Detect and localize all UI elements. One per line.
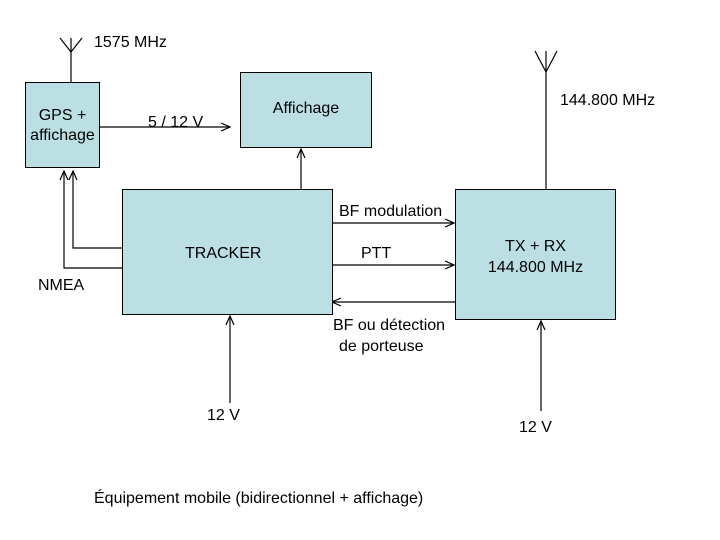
gps-block: GPS + affichage <box>25 82 100 168</box>
gps-block-label-line1: GPS + <box>38 107 87 124</box>
diagram-caption: Équipement mobile (bidirectionnel + affi… <box>94 490 424 507</box>
radio-block: TX + RX 144.800 MHz <box>455 189 616 320</box>
gps-frequency-label: 1575 MHz <box>94 34 167 51</box>
bf-detection-label-line1: BF ou détection <box>333 317 446 334</box>
radio-block-label-line1: TX + RX <box>505 238 566 255</box>
display-block: Affichage <box>240 72 372 148</box>
bf-detection-label-line2: de porteuse <box>339 338 424 355</box>
radio-block-label-line2: 144.800 MHz <box>487 259 584 276</box>
ptt-label: PTT <box>361 245 392 262</box>
nmea-label: NMEA <box>38 277 85 294</box>
display-block-label: Affichage <box>272 100 340 117</box>
antenna-icon-gps <box>59 37 83 82</box>
voltage-gps-label: 5 / 12 V <box>148 114 204 131</box>
nmea-arrow <box>64 171 122 269</box>
gps-block-label-line2: affichage <box>30 127 95 144</box>
power-radio-label: 12 V <box>519 419 552 436</box>
tracker-block-label: TRACKER <box>185 245 262 262</box>
radio-frequency-label: 144.800 MHz <box>560 92 656 109</box>
bf-modulation-label: BF modulation <box>339 203 443 220</box>
tracker-block: TRACKER <box>122 189 333 315</box>
antenna-icon-radio <box>534 50 558 189</box>
tracker-to-gps-arrow <box>73 171 122 249</box>
power-tracker-label: 12 V <box>207 407 240 424</box>
